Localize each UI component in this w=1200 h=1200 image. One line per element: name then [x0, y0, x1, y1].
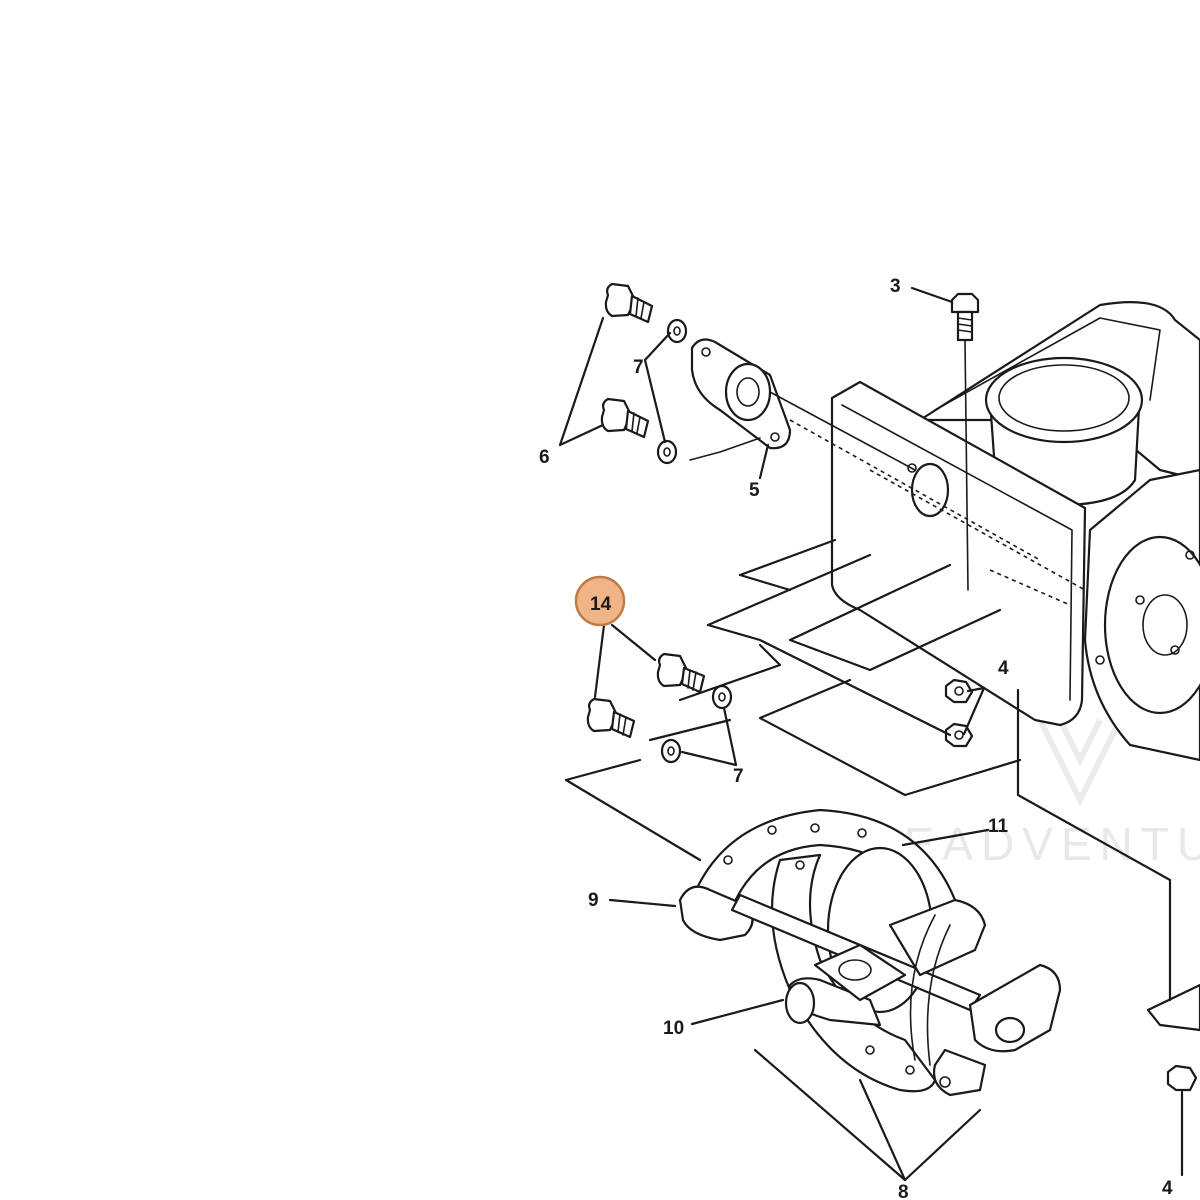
partial-bracket-right [1146, 983, 1200, 1032]
bolt-part-14-upper [656, 652, 706, 694]
washer-part-7-lower [656, 439, 678, 465]
washer-part-7-upper [666, 318, 688, 344]
callout-7-lower: 7 [733, 766, 744, 787]
assembly-outline-lines [564, 538, 1172, 1002]
housing-assembly [789, 301, 1200, 762]
callout-5: 5 [749, 480, 760, 501]
nut-part-4-bottom-right [1166, 1064, 1198, 1092]
callout-4-lower: 4 [1162, 1178, 1173, 1199]
highlight-marker-14[interactable] [574, 575, 626, 627]
bolt-part-6-lower [600, 397, 650, 439]
washer-part-7-mid-upper [711, 684, 733, 710]
washer-part-7-mid-lower [660, 738, 682, 764]
callout-6: 6 [539, 447, 550, 468]
callout-8: 8 [898, 1182, 909, 1200]
nut-part-4-upper [944, 678, 974, 704]
callout-3: 3 [890, 276, 901, 297]
callout-11: 11 [988, 816, 1009, 837]
bolt-part-3 [950, 292, 980, 591]
callout-10: 10 [663, 1018, 684, 1039]
bolt-part-14-lower [586, 697, 636, 739]
callout-4-upper: 4 [998, 658, 1009, 679]
bracket-part-5 [690, 338, 916, 471]
callout-14[interactable]: 14 [590, 594, 612, 615]
callout-9: 9 [588, 890, 599, 911]
watermark-logo-icon [1037, 718, 1123, 807]
lower-yoke-assembly [678, 808, 1062, 1097]
leader-lines [558, 286, 1184, 1177]
leader-part-8 [753, 1048, 982, 1182]
callout-7-upper: 7 [633, 357, 644, 378]
bolt-part-6-upper [604, 282, 654, 324]
